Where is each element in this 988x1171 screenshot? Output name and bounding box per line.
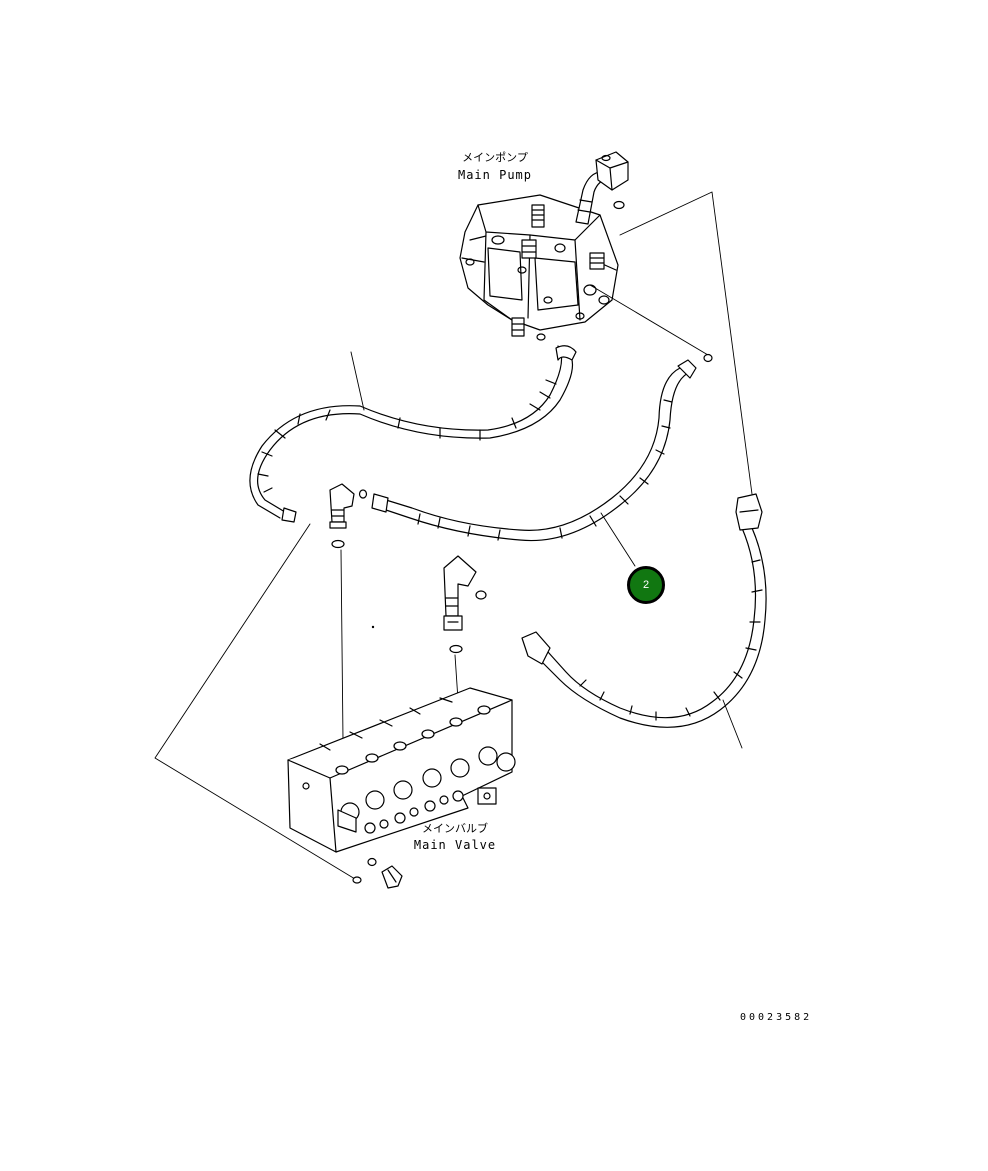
hose-center [372, 360, 696, 541]
main-pump-label: Main Pump [457, 168, 533, 182]
hose-left-loop [250, 346, 576, 522]
main-pump [460, 152, 628, 336]
fitting-lower [382, 866, 402, 888]
drawing-number: 00023582 [740, 1012, 813, 1023]
main-valve-label: Main Valve [413, 838, 497, 852]
main-pump-label-jp: メインポンプ [462, 151, 528, 164]
callout-number: 2 [642, 579, 650, 591]
callout-2-button[interactable]: 2 [627, 566, 665, 604]
main-valve-label-jp: メインバルブ [422, 822, 488, 835]
hose-right-long [522, 494, 766, 727]
straight-fitting-center [444, 556, 476, 630]
elbow-fitting-upper [330, 484, 354, 528]
main-valve [288, 688, 515, 852]
